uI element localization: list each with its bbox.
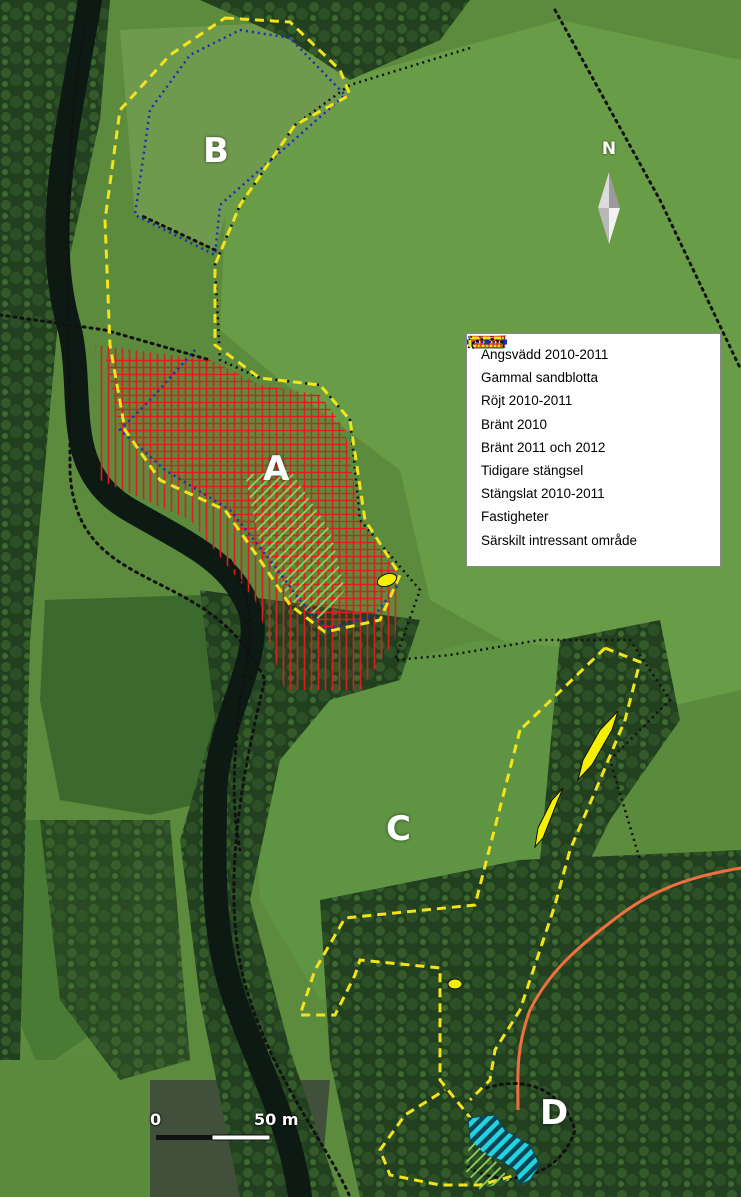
scale-end-label: 50 m — [254, 1110, 299, 1129]
legend-label-tidigare-stangsel: Tidigare stängsel — [481, 463, 584, 479]
former-fence — [213, 46, 672, 861]
special-interest-areas — [103, 16, 642, 1187]
legend-label-rojt: Röjt 2010-2011 — [481, 393, 573, 409]
area-label-a: A — [263, 449, 290, 489]
forest-north-edge — [200, 0, 470, 80]
road — [516, 866, 741, 1111]
sarskilt-line-icon — [468, 336, 504, 347]
legend-item-rojt: Röjt 2010-2011 — [468, 335, 714, 412]
legend-label-stangslat: Stängslat 2010-2011 — [481, 486, 605, 502]
legend-label-angsvadd: Ängsvädd 2010-2011 — [481, 347, 609, 363]
north-arrow-icon — [598, 172, 620, 244]
legend-item-stangslat: Stängslat 2010-2011 — [467, 339, 714, 505]
forest-south — [320, 850, 741, 1197]
forest-left-bottom — [40, 820, 190, 1080]
legend-label-brant-2010: Bränt 2010 — [481, 416, 548, 432]
legend-label-fastigheter: Fastigheter — [481, 509, 549, 525]
legend-item-sandblotta: Gammal sandblotta — [467, 335, 714, 389]
north-arrow: N — [594, 139, 624, 159]
cleared-area-d — [465, 1140, 510, 1190]
cleared-area-a — [245, 470, 345, 620]
legend-item-tidigare-stangsel: Tidigare stängsel — [467, 339, 714, 482]
legend-item-brant-2011-2012: Bränt 2011 och 2012 — [469, 336, 714, 459]
area-label-c: C — [386, 809, 411, 849]
legend-item-fastigheter: Fastigheter — [467, 337, 714, 528]
area-label-d: D — [540, 1093, 569, 1133]
legend-label-sandblotta: Gammal sandblotta — [481, 370, 599, 386]
field-bottom-left — [0, 1060, 150, 1197]
legend-label-brant-2011-2012: Bränt 2011 och 2012 — [481, 439, 606, 455]
legend-item-brant-2010: Bränt 2010 — [469, 336, 714, 436]
old-sand-patches — [376, 572, 619, 990]
map-legend: Ängsvädd 2010-2011 Gammal sandblotta Röj… — [466, 333, 721, 567]
field-north — [120, 20, 350, 250]
legend-item-angsvadd: Ängsvädd 2010-2011 — [468, 335, 714, 366]
forest-west-strip — [0, 0, 110, 1060]
field-west — [40, 595, 235, 815]
scale-bar — [156, 1134, 271, 1141]
area-label-b: B — [203, 131, 229, 171]
north-letter: N — [601, 139, 617, 159]
legend-label-sarskilt: Särskilt intressant område — [481, 532, 638, 548]
legend-item-sarskilt: Särskilt intressant område — [468, 336, 714, 552]
property-lines — [0, 8, 741, 1197]
scale-start-label: 0 — [150, 1110, 162, 1129]
